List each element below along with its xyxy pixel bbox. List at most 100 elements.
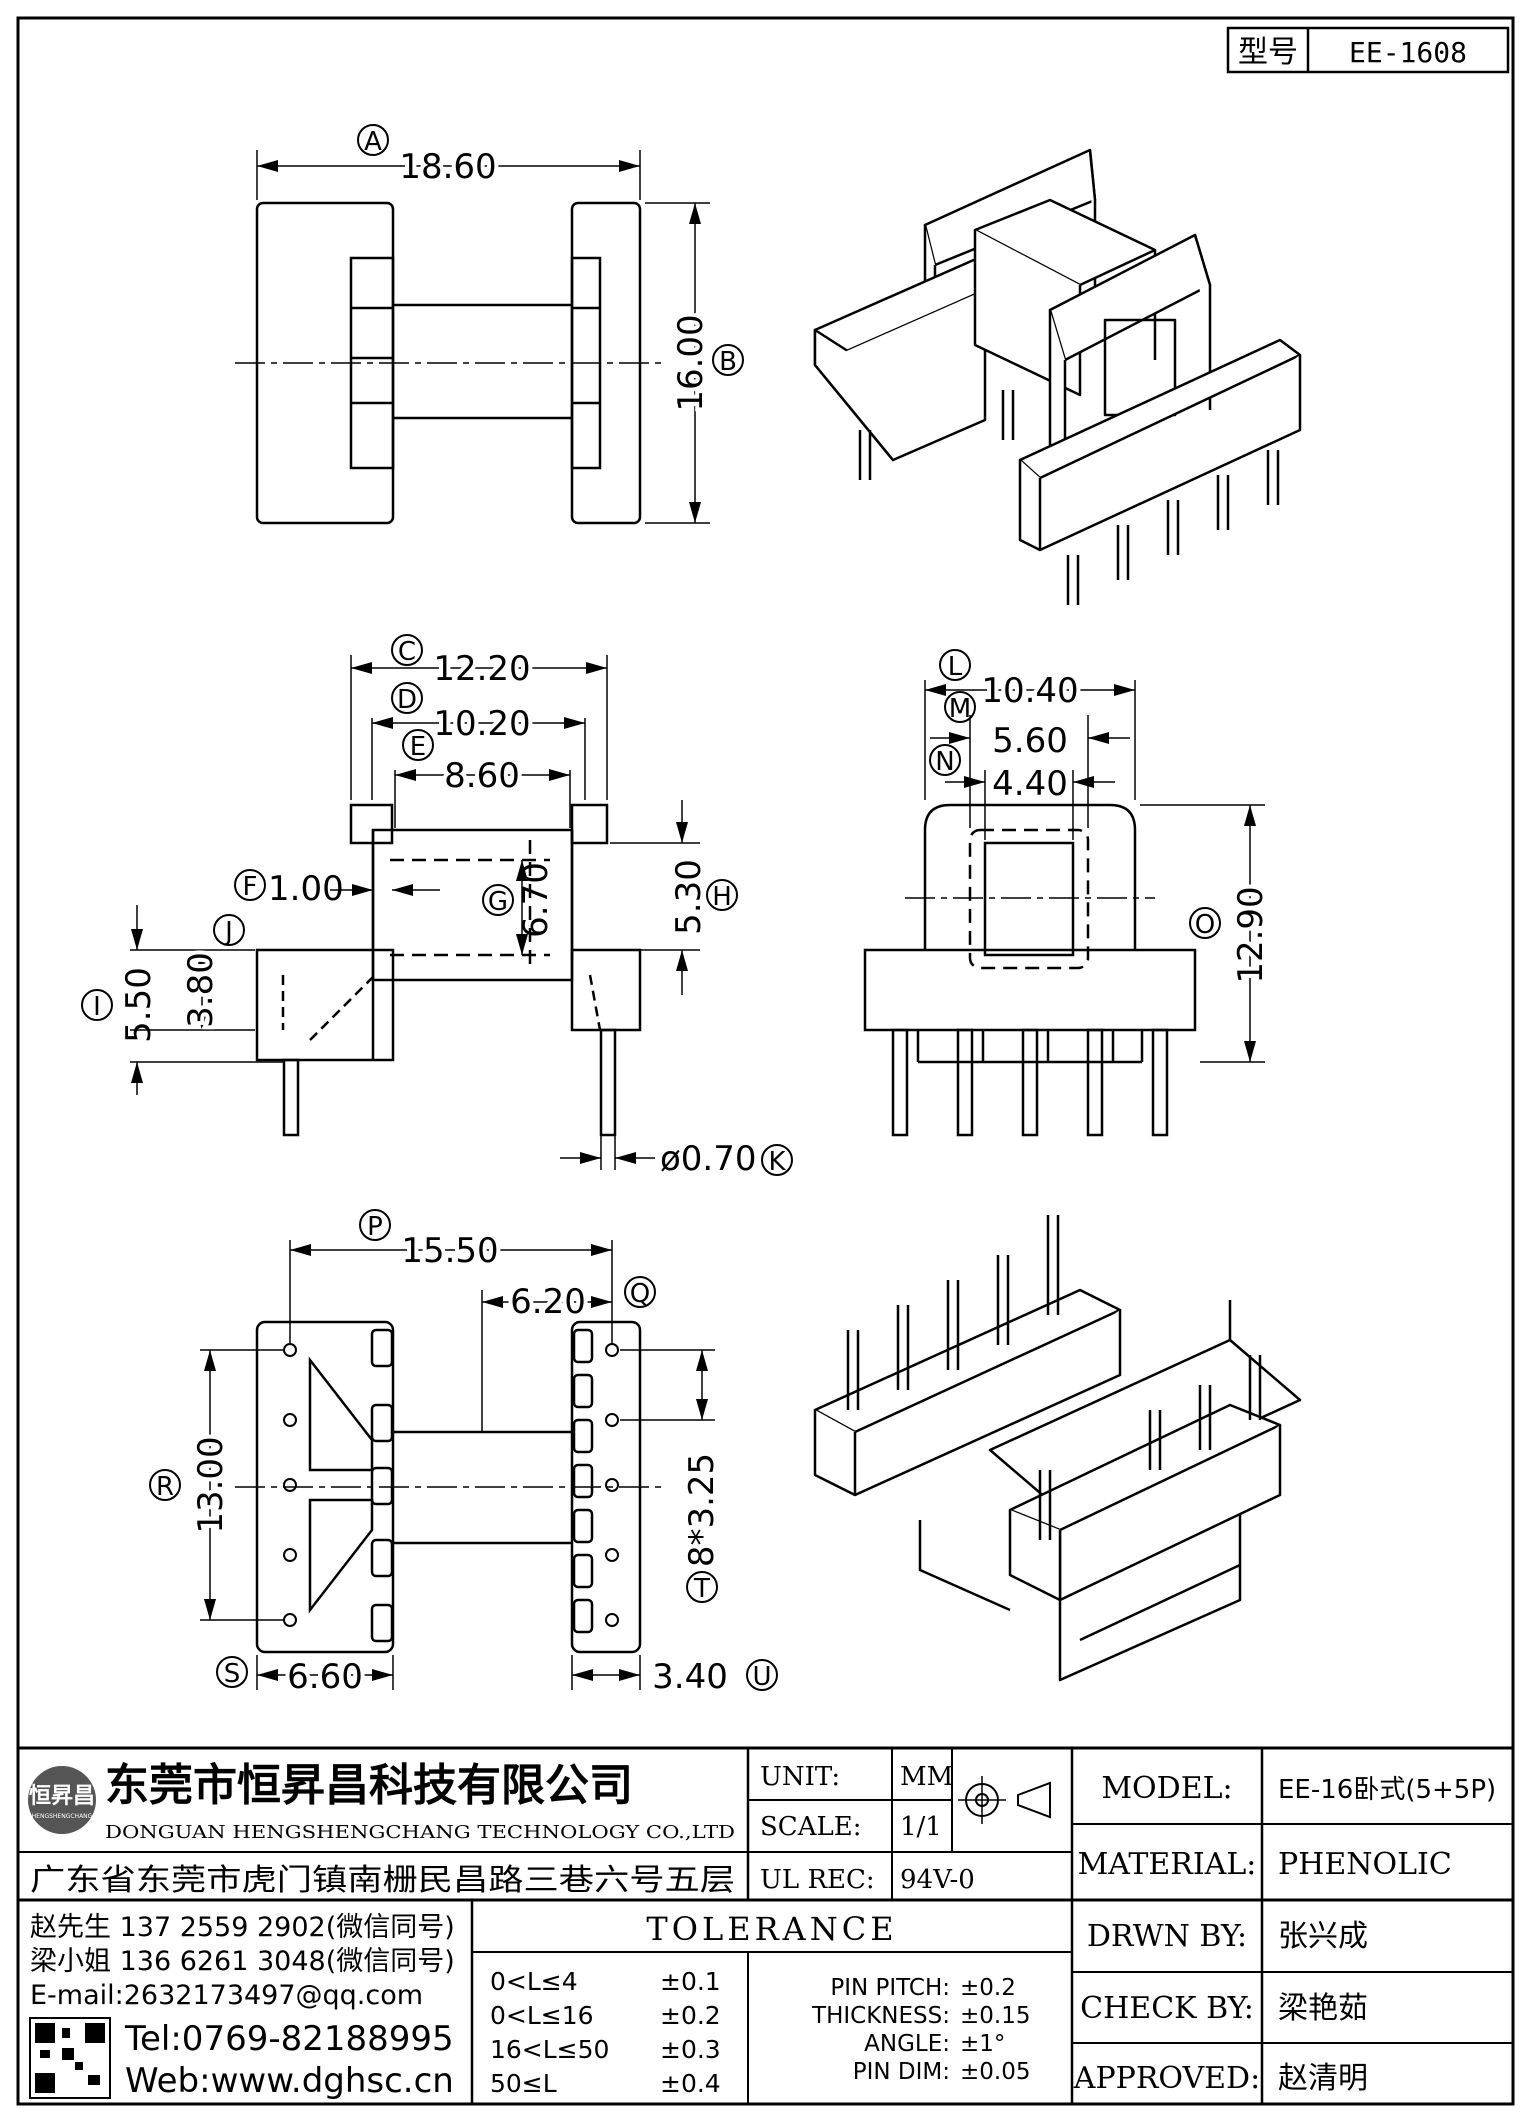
front-view — [130, 655, 700, 1170]
title-box-value: EE-1608 — [1349, 36, 1467, 69]
material-value: PHENOLIC — [1278, 1847, 1452, 1882]
misc-label: THICKNESS: — [811, 2003, 950, 2029]
misc-label: PIN PITCH: — [830, 1975, 950, 2001]
tolerance-value: ±0.2 — [660, 2001, 721, 2030]
svg-text:P: P — [367, 1212, 383, 1242]
iso-view-bottom — [813, 1215, 1302, 1682]
svg-text:Q: Q — [630, 1279, 650, 1309]
svg-text:J: J — [223, 917, 233, 947]
dim-F: F 1.00 — [234, 869, 344, 909]
title-box: 型号 EE-1608 — [1226, 26, 1510, 74]
material-label: MATERIAL: — [1078, 1847, 1257, 1882]
check-by-value: 梁艳茹 — [1278, 1991, 1368, 2026]
dim-E: E 8.60 — [402, 729, 524, 800]
svg-text:F: F — [243, 872, 258, 902]
svg-text:10.20: 10.20 — [433, 704, 530, 744]
svg-text:12.20: 12.20 — [433, 649, 530, 689]
drawn-by-value: 张兴成 — [1278, 1919, 1368, 1954]
svg-text:L: L — [948, 652, 963, 682]
svg-text:13.00: 13.00 — [191, 1436, 231, 1533]
drawn-by-label: DRWN BY: — [1087, 1919, 1247, 1954]
dim-I: I 5.50 — [81, 967, 159, 1043]
dim-L: L 10.40 — [939, 649, 1083, 715]
contact-email: E-mail:2632173497@qq.com — [30, 1980, 423, 2011]
tolerance-title: TOLERANCE — [646, 1910, 897, 1948]
tolerance-value: ±0.3 — [660, 2035, 721, 2064]
approved-label: APPROVED: — [1073, 2061, 1260, 2096]
svg-text:12.90: 12.90 — [1231, 886, 1271, 983]
tolerance-value: ±0.4 — [660, 2069, 721, 2098]
side-view — [863, 680, 1265, 1137]
tolerance-misc: PIN PITCH: ±0.2 THICKNESS: ±0.15 ANGLE: … — [811, 1975, 1030, 2085]
svg-text:N: N — [935, 747, 954, 777]
misc-label: PIN DIM: — [853, 2059, 950, 2085]
svg-text:5.50: 5.50 — [119, 967, 159, 1043]
svg-text:A: A — [364, 127, 382, 157]
top-view — [235, 150, 710, 525]
misc-value: ±0.05 — [960, 2059, 1030, 2085]
tolerance-table: 0<L≤4 ±0.1 0<L≤16 ±0.2 16<L≤50 ±0.3 50≤L… — [490, 1967, 721, 2098]
qr-code-icon — [29, 2017, 111, 2099]
svg-text:3.80: 3.80 — [181, 952, 221, 1028]
web: Web:www.dghsc.cn — [125, 2061, 454, 2101]
svg-text:M: M — [949, 694, 971, 724]
title-box-label: 型号 — [1238, 35, 1298, 70]
bottom-view — [200, 1240, 715, 1690]
svg-text:4.40: 4.40 — [992, 764, 1068, 804]
contact-1: 赵先生 137 2559 2902(微信同号) — [30, 1912, 455, 1943]
svg-text:G: G — [488, 887, 508, 917]
unit-label: UNIT: — [760, 1762, 840, 1792]
svg-text:6.60: 6.60 — [287, 1657, 363, 1697]
company-name-en: DONGUAN HENGSHENGCHANG TECHNOLOGY CO.,LT… — [105, 1822, 735, 1843]
svg-text:3.40: 3.40 — [652, 1657, 728, 1697]
dim-B: 16.00 B — [667, 310, 744, 416]
svg-text:E: E — [410, 732, 426, 762]
svg-text:5.60: 5.60 — [992, 721, 1068, 761]
sheet-border — [16, 16, 1515, 2106]
dim-M: M 5.60 — [944, 691, 1068, 761]
svg-text:O: O — [1195, 910, 1215, 940]
check-by-label: CHECK BY: — [1080, 1991, 1254, 2026]
tolerance-range: 16<L≤50 — [490, 2035, 609, 2064]
dim-O: O 12.90 — [1189, 882, 1275, 988]
dim-A: A 18.60 — [357, 124, 501, 191]
tolerance-range: 50≤L — [490, 2069, 557, 2098]
company-address: 广东省东莞市虎门镇南栅民昌路三巷六号五层 — [30, 1863, 735, 1898]
svg-text:HENGSHENGCHANG: HENGSHENGCHANG — [32, 1813, 93, 1820]
dim-U: 3.40 U — [652, 1657, 778, 1697]
misc-value: ±1° — [960, 2031, 1005, 2057]
dim-G: G 6.70 — [482, 862, 556, 938]
svg-text:C: C — [398, 637, 416, 667]
dim-R: R 13.00 — [149, 1432, 235, 1538]
misc-value: ±0.15 — [960, 2003, 1030, 2029]
contact-2: 梁小姐 136 6261 3048(微信同号) — [30, 1946, 455, 1977]
svg-text:I: I — [93, 992, 101, 1022]
svg-text:T: T — [693, 1574, 710, 1604]
svg-text:S: S — [224, 1659, 241, 1689]
iso-view-top — [813, 148, 1302, 605]
dim-D: D 10.20 — [391, 682, 535, 748]
svg-text:8*3.25: 8*3.25 — [682, 1453, 722, 1567]
scale-label: SCALE: — [760, 1812, 862, 1842]
svg-text:15.50: 15.50 — [401, 1231, 498, 1271]
unit-value: MM — [900, 1762, 953, 1792]
scale-value: 1/1 — [900, 1812, 942, 1842]
svg-text:1.00: 1.00 — [268, 869, 344, 909]
svg-text:恒昇昌: 恒昇昌 — [29, 1783, 95, 1809]
dim-C: C 12.20 — [391, 634, 535, 693]
svg-text:K: K — [768, 1147, 786, 1177]
svg-text:R: R — [156, 1472, 174, 1502]
svg-text:5.30: 5.30 — [669, 859, 709, 935]
dim-H: 5.30 H — [669, 859, 738, 935]
tolerance-range: 0<L≤4 — [490, 1967, 578, 1996]
dim-K: ø0.70 K — [660, 1139, 793, 1179]
tolerance-range: 0<L≤16 — [490, 2001, 594, 2030]
dim-T: 8*3.25 T — [682, 1453, 722, 1604]
svg-text:6.70: 6.70 — [516, 862, 556, 938]
dim-P: P 15.50 — [359, 1209, 503, 1275]
misc-label: ANGLE: — [864, 2031, 950, 2057]
tel: Tel:0769-82188995 — [124, 2019, 454, 2059]
svg-text:8.60: 8.60 — [444, 756, 520, 796]
svg-text:ø0.70: ø0.70 — [660, 1139, 757, 1179]
